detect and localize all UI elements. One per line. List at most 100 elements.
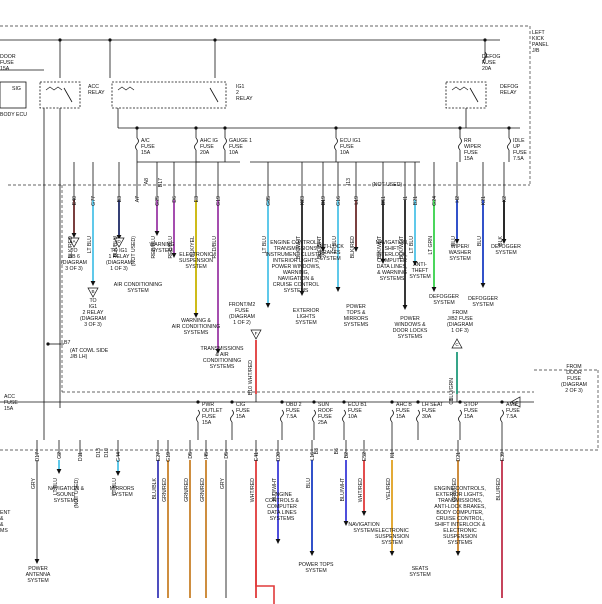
wire-color-H2: BLU	[451, 236, 457, 246]
row-fuse-symbol	[458, 137, 462, 151]
wire-color-E40: BLK/RED	[68, 236, 74, 258]
wire-code-D6: D6	[172, 196, 178, 203]
body-ecu-box	[0, 81, 27, 109]
wire-arrow-D6	[171, 253, 177, 258]
wire-code-L19: L19	[354, 196, 360, 205]
wire-code-H2: H2	[455, 196, 461, 203]
not-used-mid: (NOT USED)	[372, 182, 402, 188]
sig-label: SIG	[12, 86, 21, 92]
body-ecu-label: BODY ECU	[0, 112, 27, 118]
lower-arrow-14	[389, 551, 395, 556]
connector-f-letter: F	[255, 331, 258, 336]
code-b6: B6	[334, 448, 340, 454]
defog-relay-box	[445, 81, 487, 109]
lower-fuse-symbol	[280, 409, 284, 423]
wire-color-E3: BLK/YEL	[190, 236, 196, 257]
code-b3: B3	[314, 448, 320, 454]
wire-code-B21: B21	[413, 196, 419, 205]
lower-color-10: BLU/WHT	[272, 477, 278, 501]
code-d13: D13	[96, 448, 102, 458]
code-c1: C1	[449, 398, 455, 405]
lower-arrow-11	[309, 551, 315, 556]
acc-relay-box-switch	[63, 87, 73, 103]
acc-relay-box	[39, 81, 81, 109]
lower-arrow-13	[361, 511, 367, 516]
lower-fuse-symbol	[500, 409, 504, 423]
diagram-static-lines	[0, 25, 599, 604]
wire-jb2-color: BLU/GRN	[449, 378, 455, 401]
wire-arrow-G16	[335, 287, 341, 292]
lower-fuse-symbol	[342, 409, 346, 423]
code-i13: I13	[346, 178, 352, 185]
lower-arrow-15	[455, 551, 461, 556]
wire-arrow-B51	[380, 259, 386, 264]
wire-arrow-G24	[431, 287, 437, 292]
lower-fuse-junction	[390, 400, 394, 404]
connector-b-letter: B	[91, 289, 94, 294]
wire-color-I1: BLK/WHT	[399, 235, 405, 259]
lower-color-7: GRN/RED	[200, 478, 206, 502]
lower-color-3: LT BLU	[112, 478, 118, 495]
wire-arrow-K2	[501, 239, 507, 244]
wire-arrow-E40	[71, 233, 77, 238]
wire-arrow-H2	[454, 239, 460, 244]
lower-fuse-symbol	[390, 409, 394, 423]
code-b10: B10	[248, 386, 254, 395]
lower-fuse-symbol	[230, 409, 234, 423]
connector-a	[68, 237, 80, 248]
lower-arrow-1	[56, 469, 62, 474]
lower-fuse-symbol	[458, 409, 462, 423]
lower-color-13: WHT/RED	[358, 478, 364, 502]
wire-arrow-L19	[353, 247, 359, 252]
lower-color-12: BLU/WHT	[340, 477, 346, 501]
lower-color-15: GRN/RED	[452, 478, 458, 502]
cowl-junction	[46, 342, 50, 346]
code-b17: B17	[158, 178, 164, 187]
connector-d	[113, 237, 125, 248]
wire-code-G16: G16	[336, 196, 342, 206]
lower-code-6: D5	[188, 452, 194, 459]
lower-color-5: GRN/RED	[162, 478, 168, 502]
wire-arrow-K21	[480, 283, 486, 288]
connector-d-letter: D	[117, 239, 121, 244]
lower-code-9: E41	[254, 452, 260, 461]
wire-color-B19: BLK/WHT	[317, 235, 323, 259]
wire-arrow-I1	[402, 305, 408, 310]
connector-a-letter: A	[72, 239, 76, 244]
code-a8: A8	[144, 178, 150, 184]
ig1-2-relay-box	[111, 81, 227, 109]
lower-dest-0: ENT&&MS	[0, 510, 11, 534]
lower-color-1: LT BLU	[53, 478, 59, 495]
wire-code-B51: B51	[381, 196, 387, 205]
lower-fuse-junction	[416, 400, 420, 404]
lower-code-8: D5	[224, 452, 230, 459]
wire-color-B21: LT BLU	[409, 236, 415, 253]
wire-code-A7: A7	[135, 196, 141, 202]
wire-color-G19: RED/BLU	[212, 236, 218, 259]
wire-arrow-E3	[193, 313, 199, 318]
wire-color-K21: BLU	[477, 236, 483, 246]
